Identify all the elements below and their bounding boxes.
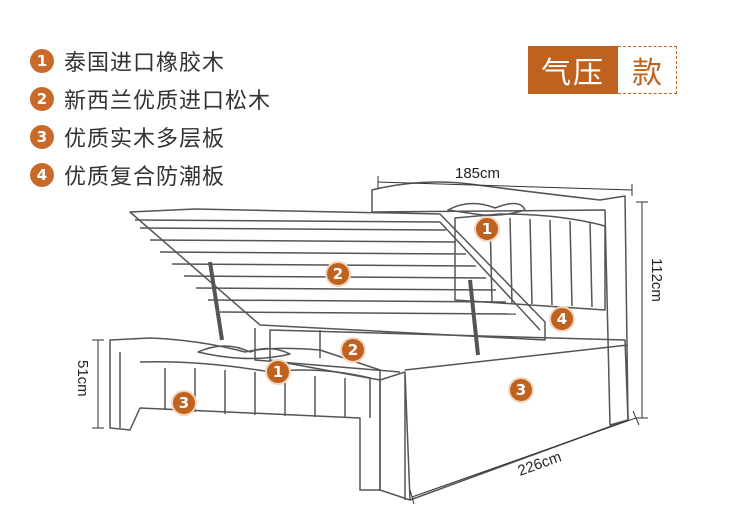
bed-base-outline xyxy=(269,329,629,501)
marker-1-footboard: 1 xyxy=(265,359,291,385)
legend-item: 2 新西兰优质进口松木 xyxy=(30,80,271,118)
style-tag: 气压 款 xyxy=(528,46,678,94)
foot-height-dimension-label: 51cm xyxy=(74,360,91,397)
marker-3-side-panel: 3 xyxy=(508,377,534,403)
marker-1-headboard: 1 xyxy=(474,216,500,242)
headboard-outline xyxy=(371,181,629,426)
materials-legend: 1 泰国进口橡胶木 2 新西兰优质进口松木 3 优质实木多层板 4 优质复合防潮… xyxy=(30,42,271,194)
svg-text:1: 1 xyxy=(273,363,283,381)
svg-text:3: 3 xyxy=(179,394,189,412)
legend-item: 4 优质复合防潮板 xyxy=(30,156,271,194)
slat-frame-outline xyxy=(129,208,546,341)
footboard-outline xyxy=(109,337,381,491)
svg-text:3: 3 xyxy=(516,381,526,399)
legend-number-badge: 1 xyxy=(30,49,54,73)
marker-2-slat-frame: 2 xyxy=(325,261,351,287)
legend-item: 1 泰国进口橡胶木 xyxy=(30,42,271,80)
tag-sub-label: 款 xyxy=(618,46,677,94)
width-dimension-label: 185cm xyxy=(455,165,500,182)
legend-label: 优质复合防潮板 xyxy=(64,165,226,190)
legend-number-badge: 2 xyxy=(30,87,54,111)
legend-number-badge: 3 xyxy=(30,125,54,149)
svg-text:2: 2 xyxy=(348,341,358,359)
height-dimension-label: 112cm xyxy=(648,258,665,302)
footboard-carving xyxy=(197,345,291,360)
legend-label: 泰国进口橡胶木 xyxy=(64,51,226,76)
svg-text:1: 1 xyxy=(482,220,492,238)
svg-text:4: 4 xyxy=(557,310,567,328)
legend-label: 新西兰优质进口松木 xyxy=(64,89,272,114)
headboard-carving xyxy=(447,202,526,217)
legend-label: 优质实木多层板 xyxy=(64,127,226,152)
legend-item: 3 优质实木多层板 xyxy=(30,118,271,156)
marker-2-support: 2 xyxy=(340,337,366,363)
marker-4-moisture-board: 4 xyxy=(549,306,575,332)
svg-text:2: 2 xyxy=(333,265,343,283)
tag-main-label: 气压 xyxy=(528,46,618,94)
marker-3-footboard-panel: 3 xyxy=(171,390,197,416)
legend-number-badge: 4 xyxy=(30,163,54,187)
